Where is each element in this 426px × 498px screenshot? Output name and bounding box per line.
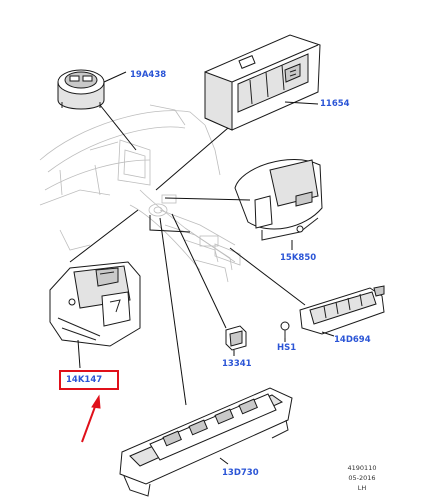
label-14k147[interactable]: 14K147 [66, 375, 102, 385]
label-hs1[interactable]: HS1 [277, 343, 296, 353]
footer-line-3: LH [358, 484, 367, 492]
leader-lines [69, 71, 335, 465]
part-labels: 19A438 11654 15K850 14K147 13341 HS1 14D… [66, 70, 371, 478]
part-11654-housing [204, 34, 321, 131]
part-15k850-switch [234, 158, 323, 241]
footer-reference: 4190110 05-2016 LH [348, 464, 377, 492]
part-hs1-screw [280, 321, 290, 338]
highlight-annotation [59, 370, 119, 443]
footer-line-1: 4190110 [348, 464, 377, 472]
label-14d694[interactable]: 14D694 [334, 335, 371, 345]
footer-line-2: 05-2016 [348, 474, 375, 482]
label-19a438[interactable]: 19A438 [130, 70, 166, 80]
highlight-arrow-head [91, 394, 101, 409]
label-15k850[interactable]: 15K850 [280, 253, 316, 263]
part-14k147-switch [49, 261, 141, 347]
part-19a438-socket [57, 69, 105, 110]
part-13d730-panel [119, 387, 293, 497]
highlight-arrow-shaft [81, 403, 97, 443]
label-11654[interactable]: 11654 [320, 99, 350, 109]
part-14d694-switch [299, 285, 385, 335]
label-13d730[interactable]: 13D730 [222, 468, 259, 478]
label-13341[interactable]: 13341 [222, 359, 252, 369]
dashboard-outline [39, 104, 241, 283]
part-13341-clip [225, 325, 247, 351]
highlight-box [59, 370, 119, 390]
